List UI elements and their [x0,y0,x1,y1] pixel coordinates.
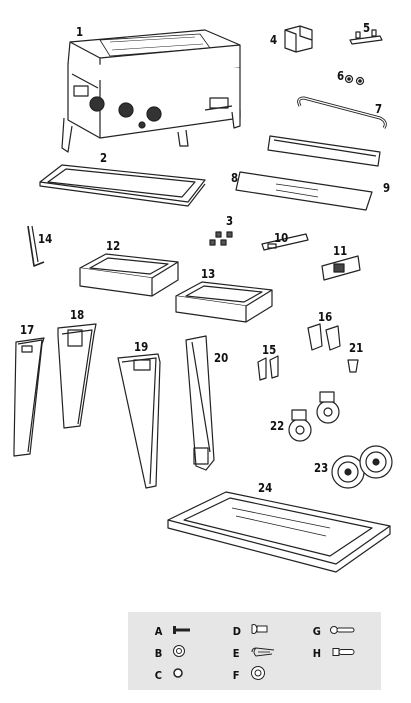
washer-icon [172,644,186,663]
hardware-f: F [232,665,312,686]
part-number: 8 [231,171,239,185]
hardware-a: A [154,622,234,640]
part-number: 24 [258,481,273,495]
part-number: 7 [375,102,383,116]
pin-icon [330,622,356,640]
part-number: 18 [70,308,85,322]
small-bolts [209,231,233,246]
nuts [344,74,365,86]
side-table-left [79,253,179,297]
part-number: 12 [106,239,121,253]
leg-18 [57,323,97,429]
drip-tray [39,164,206,207]
hardware-letter: F [232,668,240,682]
hardware-h: H [312,644,392,662]
side-rail [261,233,309,251]
bottom-shelf [167,491,391,573]
shoulder-bolt-icon [250,622,270,640]
griddle-body [61,29,241,153]
leg-17 [13,337,45,457]
bracket-box [284,25,313,53]
part-number: 21 [349,341,364,355]
leg-19 [117,353,161,489]
hardware-c: C [154,666,234,684]
part-number: 11 [333,244,348,258]
lock-washer-icon [172,666,184,684]
parts-diagram [13,25,393,573]
part-number: 10 [274,231,289,245]
part-number: 19 [134,340,149,354]
part-number: 15 [262,343,277,357]
hardware-letter: D [232,624,241,638]
part-number: 3 [226,214,234,228]
part-number: 2 [100,151,108,165]
part-number: 4 [270,33,278,47]
part-number: 22 [270,419,285,433]
wheels [331,445,393,489]
control-bracket [321,255,361,281]
hardware-letter: E [232,646,240,660]
part-number: 20 [214,351,229,365]
handle-bar [297,96,387,129]
hook-rod [27,225,45,267]
hardware-legend: A D G B E H C [128,612,381,690]
part-number: 1 [76,25,84,39]
axle-icon [330,644,356,662]
part-number: 9 [383,181,391,195]
hardware-g: G [312,622,392,640]
l-brackets [307,323,341,351]
part-number: 17 [20,323,35,337]
wind-guard [267,135,381,167]
clips [257,355,279,381]
hardware-d: D [232,622,312,640]
casters [288,391,340,442]
hardware-b: B [154,644,234,662]
hardware-letter: B [154,646,163,660]
bolt-icon [172,622,192,640]
leg-20 [185,335,215,471]
front-panel [235,171,373,211]
part-number: 5 [363,21,371,35]
hardware-letter: G [312,624,321,638]
latch-part [349,29,383,45]
hardware-letter: H [312,646,321,660]
flat-washer-icon [250,665,266,686]
part-number: 16 [318,310,333,324]
hardware-letter: A [154,624,163,638]
cotter-pin-icon [250,644,276,662]
side-table-right [175,281,273,323]
part-number: 6 [337,69,345,83]
small-knob [347,359,359,373]
hardware-e: E [232,644,312,662]
part-number: 13 [201,267,216,281]
hardware-letter: C [154,668,162,682]
part-number: 23 [314,461,329,475]
part-number: 14 [38,232,53,246]
